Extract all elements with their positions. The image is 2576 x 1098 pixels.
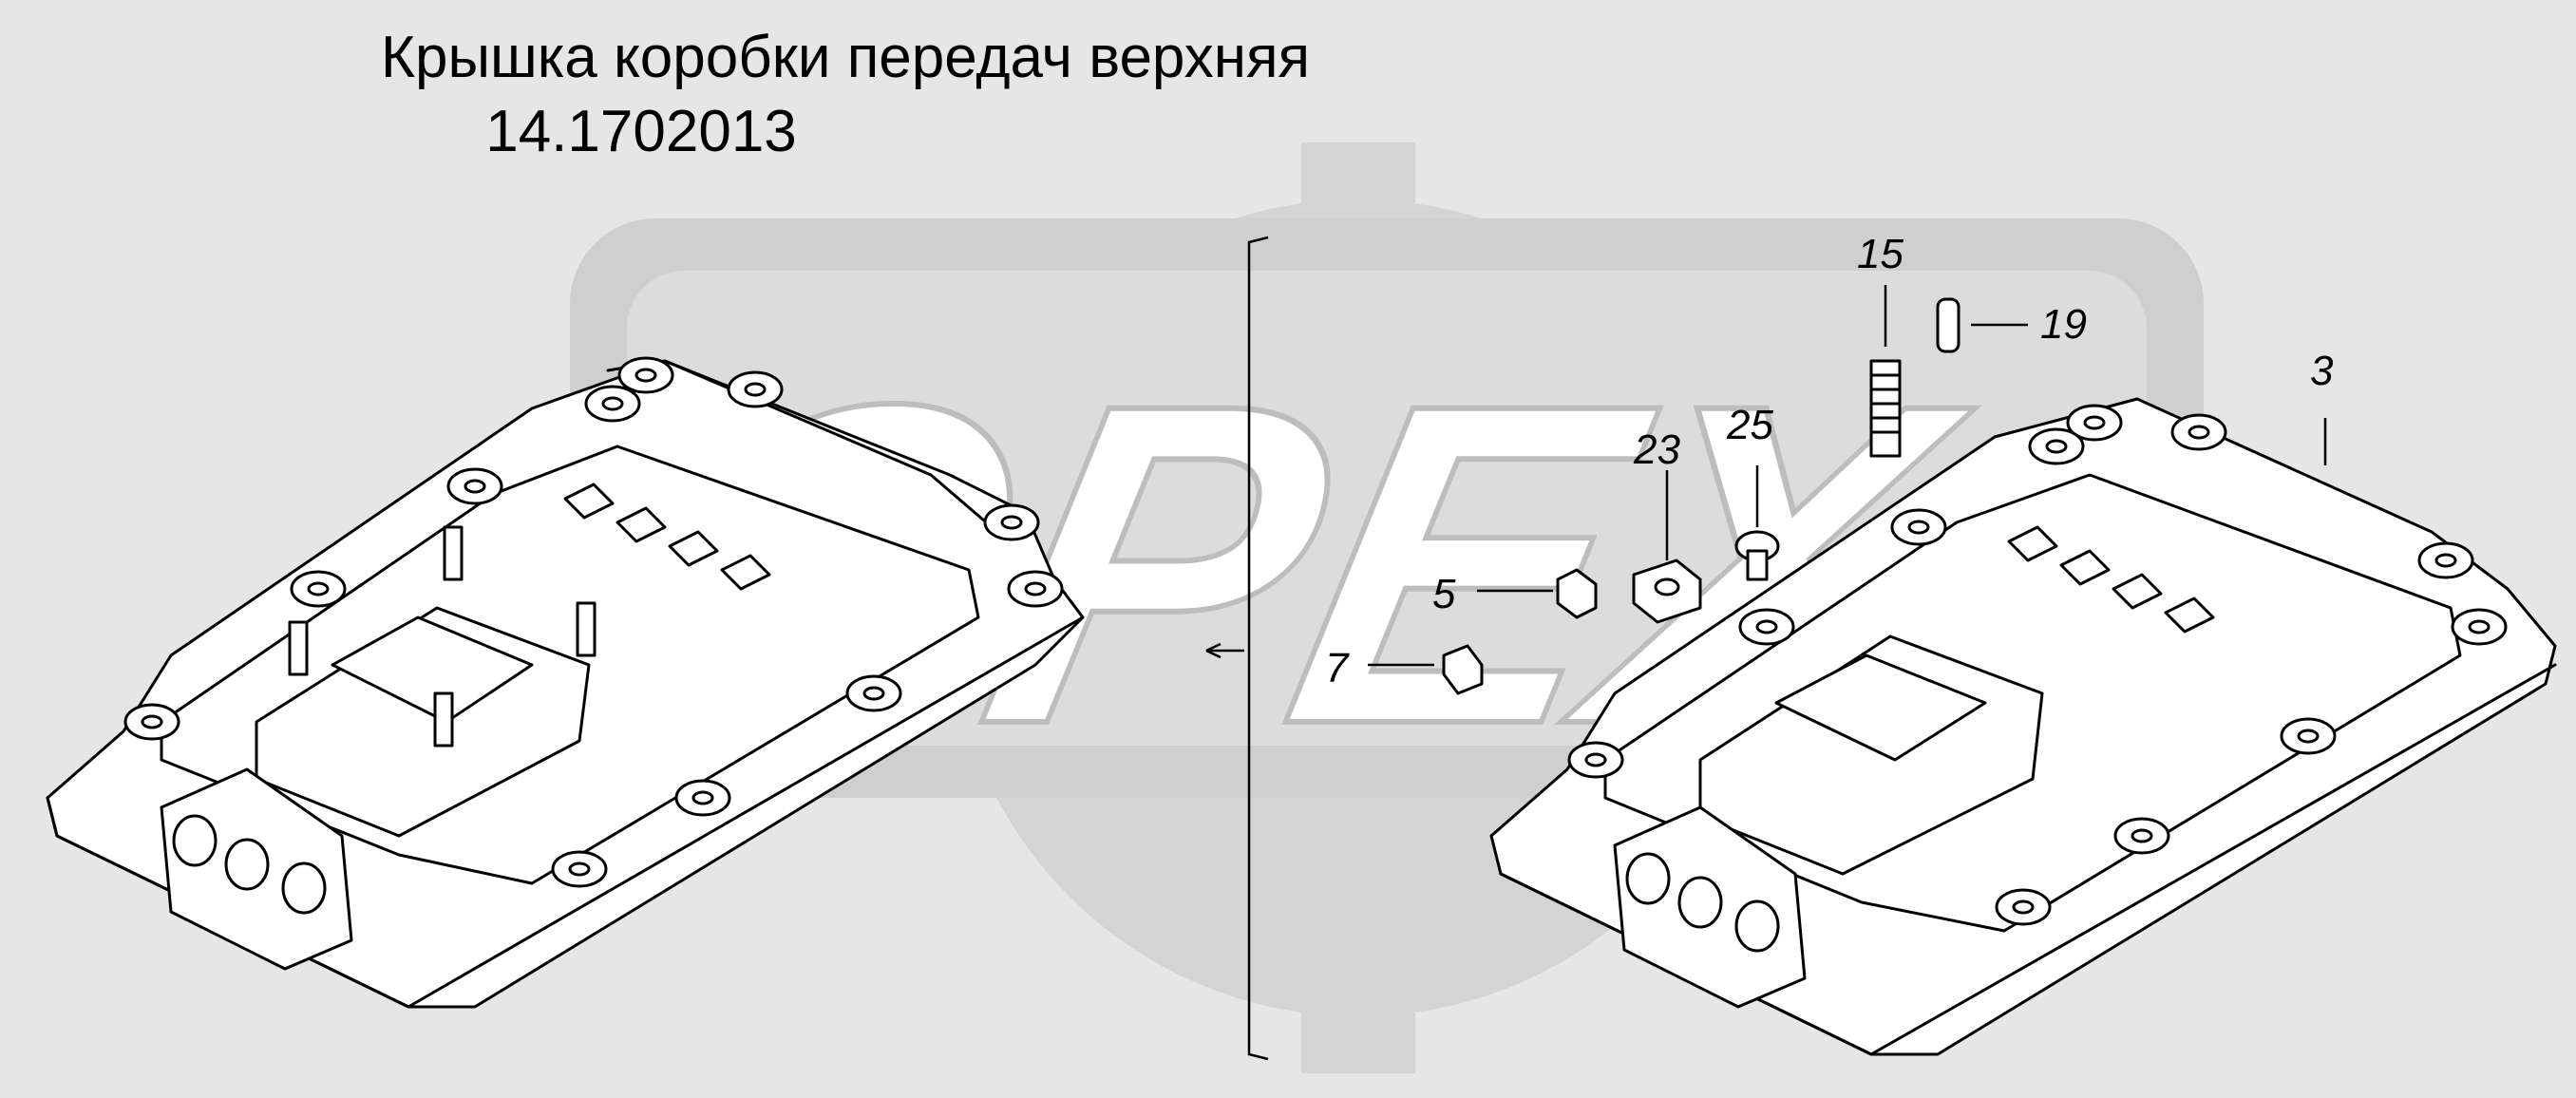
part-15-stud (1869, 359, 1902, 458)
part-23-nut (1632, 558, 1702, 624)
assembly-bracket (1247, 236, 1269, 1061)
callout-3: 3 (2310, 348, 2334, 394)
callout-7: 7 (1325, 645, 1350, 691)
callout-15: 15 (1857, 231, 1904, 277)
part-number: 14.1702013 (485, 99, 797, 164)
callout-19: 19 (2040, 301, 2087, 348)
callout-25: 25 (1726, 402, 1773, 448)
small-parts (1442, 297, 1960, 695)
bolt-bosses-right (1567, 404, 2508, 926)
assembly-arrow (1205, 642, 1244, 659)
cover-assembly-left (46, 356, 1085, 1009)
part-7-sleeve (1442, 644, 1484, 695)
callout-labels: 15 19 3 25 23 5 7 (1325, 231, 2334, 691)
callout-23: 23 (1633, 426, 1680, 473)
callout-5: 5 (1432, 571, 1456, 617)
part-19-pin (1936, 297, 1960, 353)
bolt-bosses-left (123, 356, 1064, 888)
part-5-plug (1556, 568, 1598, 619)
page-title: Крышка коробки передач верхняя (380, 25, 1311, 90)
leader-lines (1368, 285, 2327, 667)
cover-assembly-right (1489, 397, 2557, 1056)
